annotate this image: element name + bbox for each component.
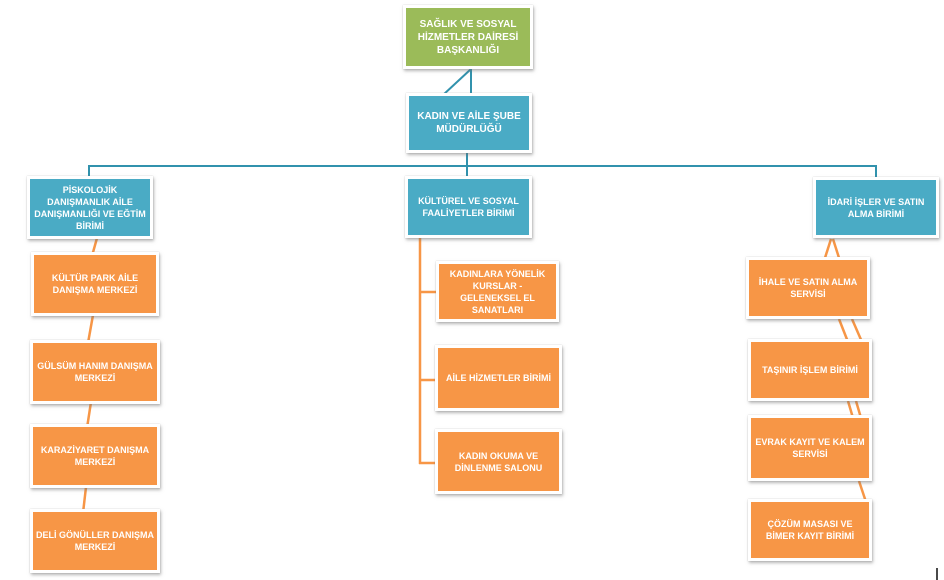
org-node-deli-gonuller[interactable]: DELİ GÖNÜLLER DANIŞMA MERKEZİ xyxy=(30,509,160,573)
org-node-kadin-okuma[interactable]: KADIN OKUMA VE DİNLENME SALONU xyxy=(435,429,562,494)
node-label: AİLE HİZMETLER BİRİMİ xyxy=(446,373,551,383)
node-label: TAŞINIR İŞLEM BİRİMİ xyxy=(762,365,858,375)
org-node-kadin-aile-sube[interactable]: KADIN VE AİLE ŞUBE MÜDÜRLÜĞÜ xyxy=(406,93,532,153)
node-label: DELİ GÖNÜLLER DANIŞMA MERKEZİ xyxy=(36,530,154,552)
org-node-kultur-park[interactable]: KÜLTÜR PARK AİLE DANIŞMA MERKEZİ xyxy=(31,252,159,316)
org-node-piskolojik[interactable]: PİSKOLOJİK DANIŞMANLIK AİLE DANIŞMANLIĞI… xyxy=(27,176,153,239)
org-node-ihale[interactable]: İHALE VE SATIN ALMA SERVİSİ xyxy=(746,257,870,319)
org-node-gulsum-hanim[interactable]: GÜLSÜM HANIM DANIŞMA MERKEZİ xyxy=(30,340,160,404)
node-label: EVRAK KAYIT VE KALEM SERVİSİ xyxy=(755,437,865,459)
org-node-kadinlara-kurslar[interactable]: KADINLARA YÖNELİK KURSLAR - GELENEKSEL E… xyxy=(436,261,559,322)
node-label: SAĞLIK VE SOSYAL HİZMETLER DAİRESİ BAŞKA… xyxy=(417,18,519,56)
org-node-karaziyaret[interactable]: KARAZİYARET DANIŞMA MERKEZİ xyxy=(30,424,160,488)
org-node-idari-isler[interactable]: İDARİ İŞLER VE SATIN ALMA BİRİMİ xyxy=(813,177,939,238)
org-node-aile-hizmetler[interactable]: AİLE HİZMETLER BİRİMİ xyxy=(435,345,562,411)
org-node-cozum-masasi[interactable]: ÇÖZÜM MASASI VE BİMER KAYIT BİRİMİ xyxy=(748,499,872,561)
org-node-kulturel[interactable]: KÜLTÜREL VE SOSYAL FAALİYETLER BİRİMİ xyxy=(405,176,532,238)
node-label: KARAZİYARET DANIŞMA MERKEZİ xyxy=(40,445,150,467)
node-label: KÜLTÜREL VE SOSYAL FAALİYETLER BİRİMİ xyxy=(418,196,519,218)
node-label: GÜLSÜM HANIM DANIŞMA MERKEZİ xyxy=(37,361,153,383)
node-label: ÇÖZÜM MASASI VE BİMER KAYIT BİRİMİ xyxy=(765,519,855,541)
org-node-tasinir[interactable]: TAŞINIR İŞLEM BİRİMİ xyxy=(748,339,872,401)
org-node-baskanlik[interactable]: SAĞLIK VE SOSYAL HİZMETLER DAİRESİ BAŞKA… xyxy=(403,5,533,69)
org-node-evrak[interactable]: EVRAK KAYIT VE KALEM SERVİSİ xyxy=(748,415,872,481)
node-label: İDARİ İŞLER VE SATIN ALMA BİRİMİ xyxy=(827,196,925,219)
node-label: PİSKOLOJİK DANIŞMANLIK AİLE DANIŞMANLIĞI… xyxy=(34,184,146,231)
node-label: KADIN OKUMA VE DİNLENME SALONU xyxy=(454,450,543,473)
node-label: KADIN VE AİLE ŞUBE MÜDÜRLÜĞÜ xyxy=(417,111,521,135)
node-label: KADINLARA YÖNELİK KURSLAR - GELENEKSEL E… xyxy=(449,268,546,315)
text-cursor xyxy=(936,568,938,580)
node-label: KÜLTÜR PARK AİLE DANIŞMA MERKEZİ xyxy=(51,273,139,295)
node-label: İHALE VE SATIN ALMA SERVİSİ xyxy=(758,277,858,299)
